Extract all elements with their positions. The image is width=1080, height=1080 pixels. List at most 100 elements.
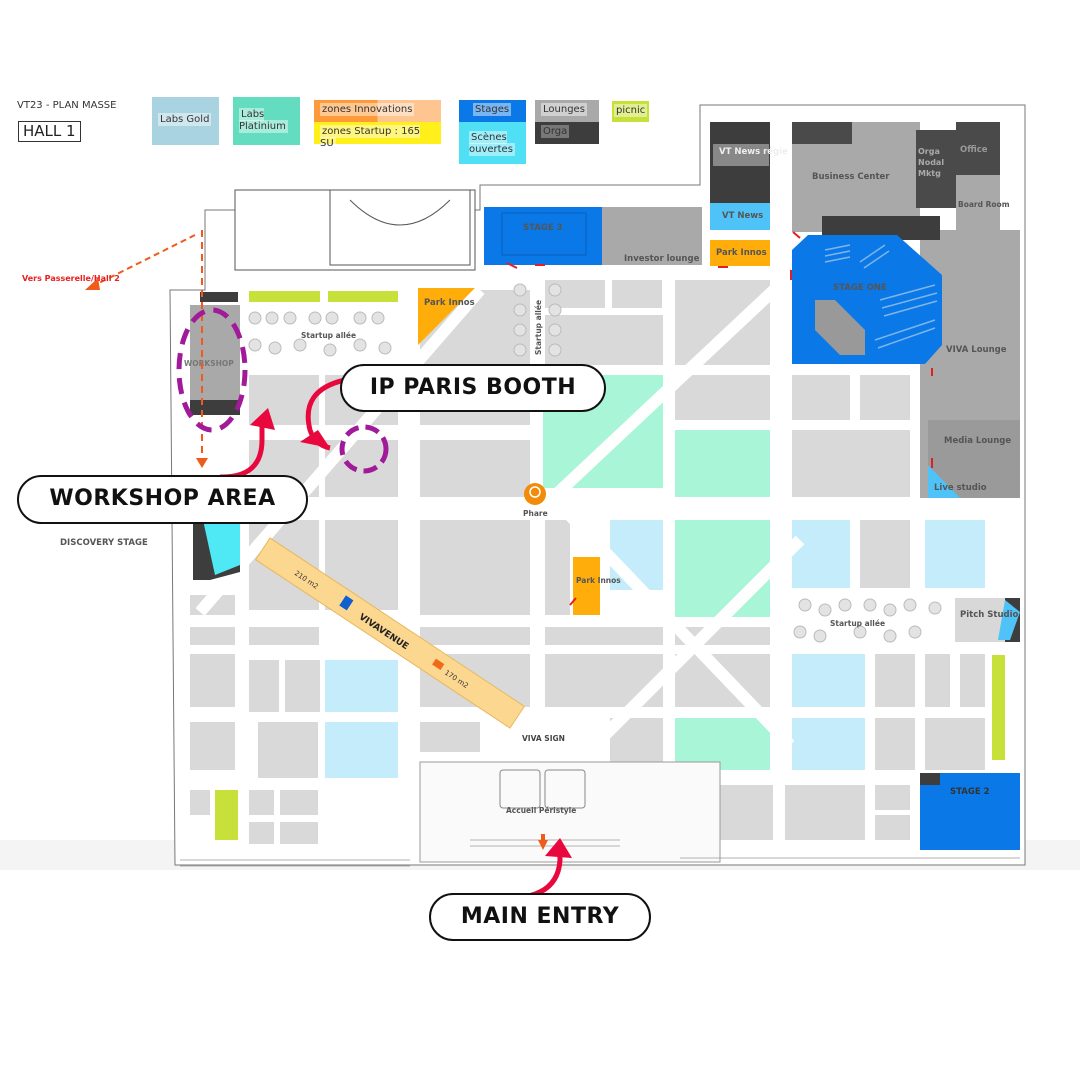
- exhibit-block[interactable]: [925, 718, 985, 770]
- exhibit-block[interactable]: [545, 627, 663, 645]
- exhibit-block[interactable]: [960, 654, 985, 707]
- discovery-stage[interactable]: [203, 520, 240, 575]
- startup-booth[interactable]: [371, 311, 385, 325]
- labs-platinium-zone[interactable]: [675, 430, 770, 497]
- exhibit-block[interactable]: [785, 785, 865, 840]
- startup-booth[interactable]: [883, 629, 897, 643]
- picnic-area[interactable]: [992, 655, 1005, 760]
- exhibit-block[interactable]: [420, 627, 530, 645]
- exhibit-block[interactable]: [190, 722, 235, 770]
- picnic-area[interactable]: [249, 291, 320, 302]
- exhibit-block[interactable]: [420, 722, 480, 752]
- phare[interactable]: [524, 483, 546, 505]
- exhibit-block[interactable]: [190, 654, 235, 707]
- startup-booth[interactable]: [268, 341, 282, 355]
- exhibit-block[interactable]: [249, 627, 319, 645]
- labs-platinium-zone[interactable]: [675, 520, 770, 617]
- labs-gold-zone[interactable]: [792, 520, 850, 588]
- labs-gold-zone[interactable]: [325, 722, 398, 778]
- accueil-peristyle[interactable]: [419, 761, 721, 863]
- startup-booth[interactable]: [293, 338, 307, 352]
- exhibit-block[interactable]: [190, 790, 210, 815]
- startup-booth[interactable]: [798, 598, 812, 612]
- startup-booth[interactable]: [883, 603, 897, 617]
- investor-lounge[interactable]: [602, 207, 702, 265]
- exhibit-block[interactable]: [875, 718, 915, 770]
- labs-platinium-zone[interactable]: [675, 718, 770, 770]
- exhibit-block[interactable]: [675, 375, 770, 420]
- labs-gold-zone[interactable]: [925, 520, 985, 588]
- exhibit-block[interactable]: [258, 722, 318, 778]
- startup-booth[interactable]: [548, 283, 562, 297]
- exhibit-block[interactable]: [860, 375, 910, 420]
- startup-booth[interactable]: [323, 343, 337, 357]
- labs-gold-zone[interactable]: [792, 718, 865, 770]
- office[interactable]: [956, 122, 1000, 175]
- startup-booth[interactable]: [248, 311, 262, 325]
- startup-booth[interactable]: [793, 625, 807, 639]
- startup-booth[interactable]: [283, 311, 297, 325]
- exhibit-block[interactable]: [280, 822, 318, 844]
- startup-booth[interactable]: [513, 323, 527, 337]
- startup-booth[interactable]: [325, 311, 339, 325]
- startup-booth[interactable]: [265, 311, 279, 325]
- exhibit-block[interactable]: [545, 520, 570, 615]
- board-room[interactable]: [956, 175, 1000, 230]
- startup-booth[interactable]: [513, 303, 527, 317]
- startup-booth[interactable]: [513, 283, 527, 297]
- exhibit-block[interactable]: [249, 790, 274, 815]
- startup-booth[interactable]: [908, 625, 922, 639]
- live-studio[interactable]: [928, 465, 960, 498]
- park-innos-left[interactable]: [418, 288, 475, 345]
- exhibit-block[interactable]: [249, 822, 274, 844]
- exhibit-block[interactable]: [545, 315, 663, 365]
- labs-gold-zone[interactable]: [792, 654, 865, 707]
- startup-booth[interactable]: [353, 338, 367, 352]
- startup-booth[interactable]: [548, 323, 562, 337]
- startup-booth[interactable]: [378, 341, 392, 355]
- exhibit-block[interactable]: [612, 280, 662, 308]
- exhibit-block[interactable]: [792, 430, 910, 497]
- park-innos-top[interactable]: [710, 240, 770, 266]
- exhibit-block[interactable]: [190, 627, 235, 645]
- picnic-area[interactable]: [328, 291, 398, 302]
- exhibit-block[interactable]: [420, 440, 530, 497]
- startup-booth[interactable]: [248, 338, 262, 352]
- diagonal-street: [595, 535, 805, 745]
- stage-2[interactable]: [920, 773, 1020, 850]
- orga-nodal-mktg[interactable]: [916, 130, 956, 208]
- exhibit-block[interactable]: [713, 785, 773, 840]
- park-innos-center[interactable]: [573, 557, 600, 615]
- startup-booth[interactable]: [928, 601, 942, 615]
- startup-booth[interactable]: [838, 598, 852, 612]
- exhibit-block[interactable]: [875, 785, 910, 810]
- startup-booth[interactable]: [818, 603, 832, 617]
- startup-booth[interactable]: [813, 629, 827, 643]
- exhibit-block[interactable]: [675, 280, 770, 365]
- startup-booth[interactable]: [353, 311, 367, 325]
- labs-gold-zone[interactable]: [325, 660, 398, 712]
- vt-news-regie-label-bg: [713, 144, 769, 166]
- workshop-zone[interactable]: [190, 305, 240, 415]
- exhibit-block[interactable]: [792, 375, 850, 420]
- startup-booth[interactable]: [853, 625, 867, 639]
- startup-booth[interactable]: [513, 343, 527, 357]
- vt-news[interactable]: [710, 203, 770, 230]
- startup-booth[interactable]: [548, 343, 562, 357]
- exhibit-block[interactable]: [925, 654, 950, 707]
- exhibit-block[interactable]: [875, 654, 915, 707]
- startup-booth[interactable]: [308, 311, 322, 325]
- exhibit-block[interactable]: [420, 520, 530, 615]
- exhibit-block[interactable]: [280, 790, 318, 815]
- picnic-area[interactable]: [215, 790, 238, 840]
- vivavenue[interactable]: 210 m2 VIVAVENUE 170 m2: [254, 537, 526, 729]
- exhibit-block[interactable]: [875, 815, 910, 840]
- startup-booth[interactable]: [548, 303, 562, 317]
- startup-booth[interactable]: [863, 598, 877, 612]
- exhibit-block[interactable]: [285, 660, 320, 712]
- exhibit-block[interactable]: [249, 660, 279, 712]
- startup-booth[interactable]: [903, 598, 917, 612]
- workshop-area-callout: WORKSHOP AREA: [17, 475, 308, 524]
- exhibit-block[interactable]: [860, 520, 910, 588]
